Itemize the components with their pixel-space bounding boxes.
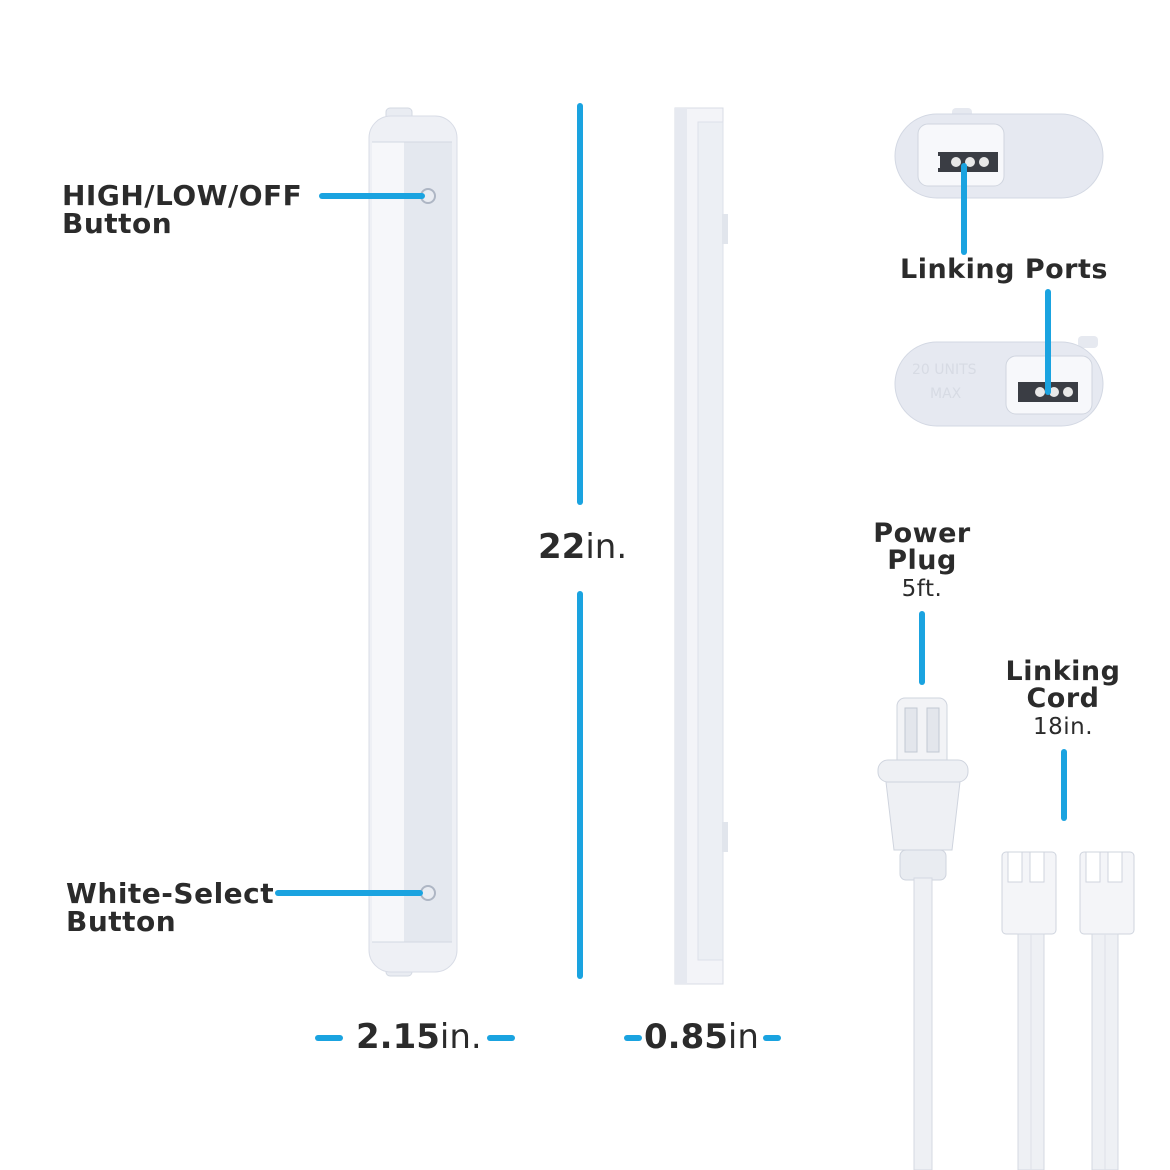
linking-port-bottom — [894, 336, 1104, 427]
power-plug-label-line1: Power — [873, 518, 971, 549]
depth-dimension-unit: in — [727, 1017, 759, 1057]
high-low-off-label-line1: HIGH/LOW/OFF — [62, 179, 303, 212]
width-dimension-value: 2.15 — [356, 1017, 440, 1057]
power-plug — [877, 697, 969, 1170]
linking-ports-label: Linking Ports — [900, 254, 1108, 285]
power-plug-label: Power Plug 5ft. — [862, 520, 982, 601]
depth-dimension-label: 0.85in — [644, 1020, 759, 1054]
light-bar-side-view — [674, 107, 728, 985]
linking-cord — [1001, 851, 1135, 1170]
white-select-label: White-Select Button — [66, 880, 274, 936]
high-low-off-label: HIGH/LOW/OFF Button — [62, 182, 302, 238]
width-dimension-label: 2.15in. — [356, 1020, 482, 1054]
linking-port-top — [894, 108, 1104, 199]
power-plug-label-line2: Plug — [887, 545, 957, 576]
power-plug-length: 5ft. — [901, 576, 943, 602]
port-cap-text-line1: 20 UNITS — [912, 362, 977, 378]
high-low-off-label-line2: Button — [62, 207, 173, 240]
light-bar-front-view — [368, 107, 458, 977]
port-cap-text-line2: MAX — [930, 386, 962, 402]
length-dimension-value: 22 — [538, 527, 586, 567]
linking-cord-label: Linking Cord 18in. — [1000, 658, 1126, 739]
white-select-label-line2: Button — [66, 905, 177, 938]
linking-cord-label-line1: Linking — [1005, 656, 1121, 687]
linking-cord-length: 18in. — [1032, 714, 1094, 740]
length-dimension-label: 22in. — [538, 530, 627, 564]
depth-dimension-value: 0.85 — [644, 1017, 728, 1057]
linking-cord-label-line2: Cord — [1026, 683, 1100, 714]
white-select-button[interactable] — [420, 885, 436, 901]
white-select-label-line1: White-Select — [66, 877, 275, 910]
port-cap-embossed-text: 20 UNITS MAX — [912, 362, 977, 402]
width-dimension-unit: in. — [439, 1017, 482, 1057]
length-dimension-unit: in. — [585, 527, 628, 567]
